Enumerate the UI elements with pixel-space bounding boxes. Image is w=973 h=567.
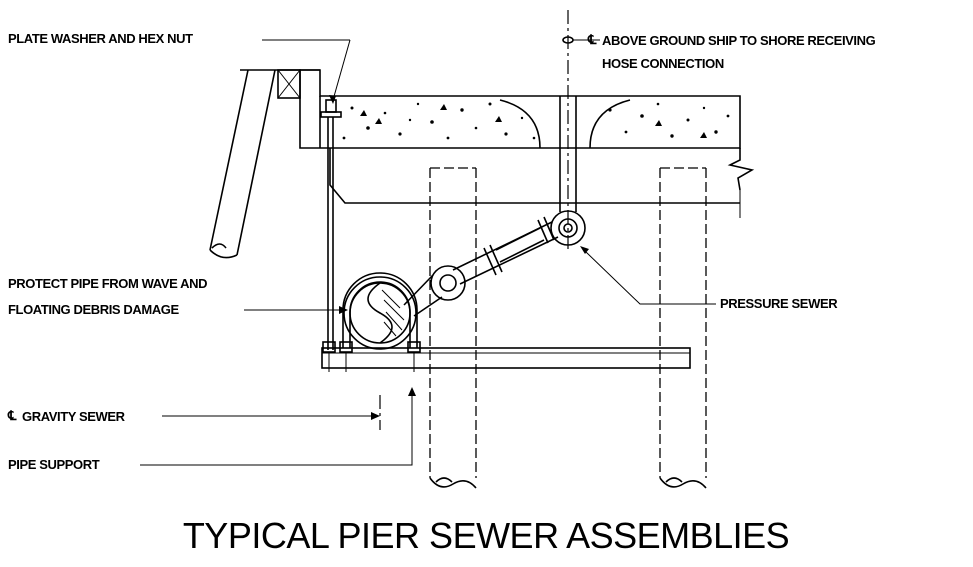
- svg-text:PIPE SUPPORT: PIPE SUPPORT: [8, 457, 100, 472]
- pile-right: [659, 167, 707, 489]
- concrete-aggregate: [342, 102, 730, 140]
- drawing-title: TYPICAL PIER SEWER ASSEMBLIES: [183, 515, 789, 556]
- label-gravity-sewer: ℄ GRAVITY SEWER: [7, 395, 381, 430]
- svg-text:PLATE WASHER AND HEX NUT: PLATE WASHER AND HEX NUT: [8, 31, 193, 46]
- hanger-rod: [320, 99, 342, 350]
- gravity-sewer-pipe: [342, 272, 418, 350]
- fender-pile: [209, 69, 320, 259]
- label-pipe-support: PIPE SUPPORT: [8, 387, 416, 472]
- pressure-sewer-pipe: [403, 210, 586, 317]
- pipe-support-channel: [321, 341, 691, 372]
- svg-text:PRESSURE SEWER: PRESSURE SEWER: [720, 296, 838, 311]
- label-plate-washer: PLATE WASHER AND HEX NUT: [8, 31, 351, 104]
- pile-left: [429, 167, 477, 489]
- label-pressure-sewer: PRESSURE SEWER: [580, 246, 839, 311]
- svg-text:PROTECT PIPE FROM WAVE AND: PROTECT PIPE FROM WAVE AND: [8, 276, 207, 291]
- label-protect-pipe: PROTECT PIPE FROM WAVE AND FLOATING DEBR…: [8, 276, 348, 317]
- concrete-deck: [299, 69, 755, 218]
- svg-text:HOSE CONNECTION: HOSE CONNECTION: [602, 56, 724, 71]
- riser: [559, 10, 577, 250]
- svg-text:GRAVITY SEWER: GRAVITY SEWER: [22, 409, 126, 424]
- svg-text:FLOATING DEBRIS DAMAGE: FLOATING DEBRIS DAMAGE: [8, 302, 180, 317]
- svg-text:℄: ℄: [7, 408, 17, 423]
- svg-text:ABOVE GROUND SHIP TO SHORE REC: ABOVE GROUND SHIP TO SHORE RECEIVING: [602, 33, 876, 48]
- label-above-ground: ℄ ABOVE GROUND SHIP TO SHORE RECEIVING H…: [573, 32, 876, 71]
